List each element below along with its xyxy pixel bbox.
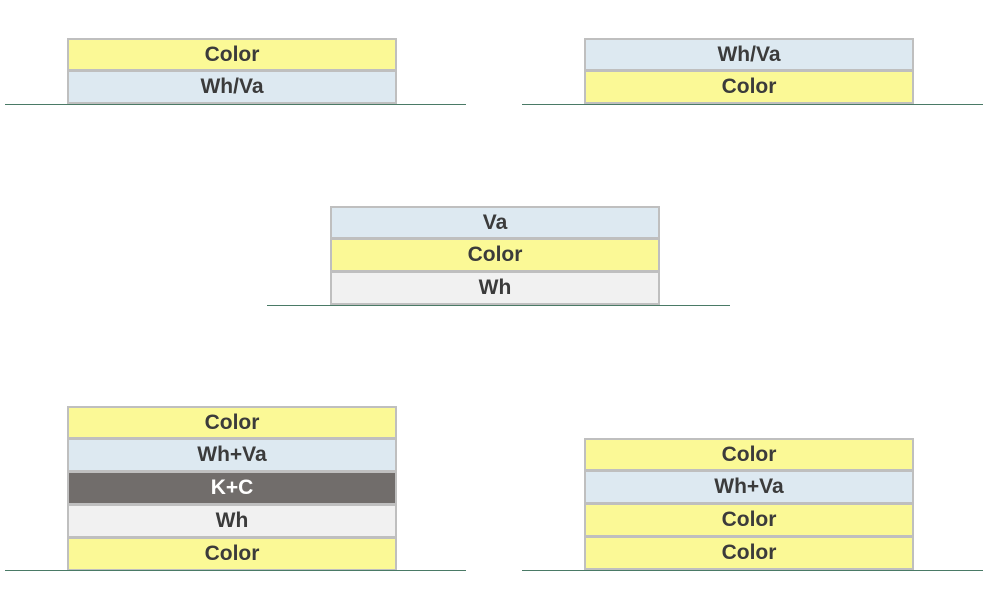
layer-color: Color	[584, 537, 914, 570]
layer-stack-1: Color Wh/Va	[67, 38, 397, 104]
layer-k-c: K+C	[67, 472, 397, 505]
layer-color: Color	[584, 71, 914, 104]
layer-color: Color	[330, 239, 660, 272]
layer-wh-va: Wh+Va	[584, 471, 914, 504]
substrate-line-2	[522, 104, 983, 105]
layer-color: Color	[67, 38, 397, 71]
layer-stack-3: Va Color Wh	[330, 206, 660, 305]
layer-color: Color	[584, 504, 914, 537]
layer-wh: Wh	[67, 505, 397, 538]
layer-stack-4: Color Wh+Va K+C Wh Color	[67, 406, 397, 571]
layer-stack-2: Wh/Va Color	[584, 38, 914, 104]
layer-color: Color	[67, 538, 397, 571]
substrate-line-3	[267, 305, 730, 306]
layer-stack-5: Color Wh+Va Color Color	[584, 438, 914, 570]
layer-color: Color	[67, 406, 397, 439]
substrate-line-5	[522, 570, 983, 571]
substrate-line-1	[5, 104, 466, 105]
layer-va: Va	[330, 206, 660, 239]
layer-wh: Wh	[330, 272, 660, 305]
layer-wh-va: Wh/Va	[67, 71, 397, 104]
layer-wh-va: Wh+Va	[67, 439, 397, 472]
layer-color: Color	[584, 438, 914, 471]
substrate-line-4	[5, 570, 466, 571]
layer-wh-va: Wh/Va	[584, 38, 914, 71]
